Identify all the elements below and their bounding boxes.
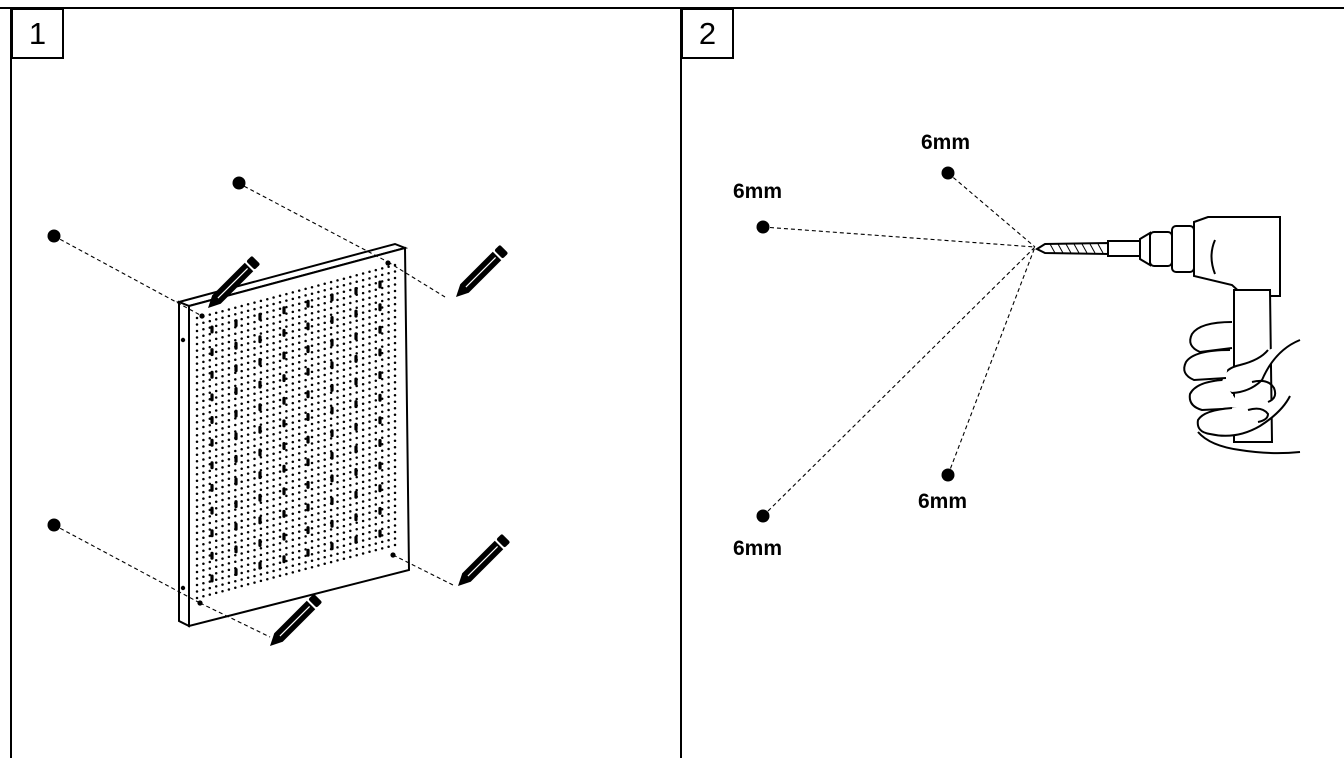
- drill-size-label: 6mm: [733, 537, 783, 560]
- drill-size-label: 6mm: [921, 131, 971, 154]
- alignment-lines: [53, 182, 456, 638]
- step-number-badge: 1: [11, 8, 64, 59]
- drill-size-label: 6mm: [733, 180, 783, 203]
- step2-illustration: [756, 166, 1301, 523]
- pencil-icon: [208, 256, 260, 308]
- pegboard-holes: [195, 263, 397, 600]
- panel-hole-marks: [197, 260, 396, 606]
- panel-edge-holes: [180, 337, 186, 591]
- pencil-icon: [458, 534, 510, 586]
- drill-lines: [762, 172, 1036, 517]
- hand-icon: [1183, 321, 1301, 455]
- pencil-icon: [270, 594, 322, 646]
- mark-dot-icon: [756, 166, 955, 523]
- panel-frames: [0, 7, 1344, 758]
- pencil-icon: [456, 245, 508, 297]
- drill-size-label: 6mm: [918, 490, 968, 513]
- step-number-badge: 2: [681, 8, 734, 59]
- step1-illustration: [47, 176, 510, 646]
- pegboard-panel: [175, 242, 411, 628]
- mark-dot-icon: [47, 176, 246, 532]
